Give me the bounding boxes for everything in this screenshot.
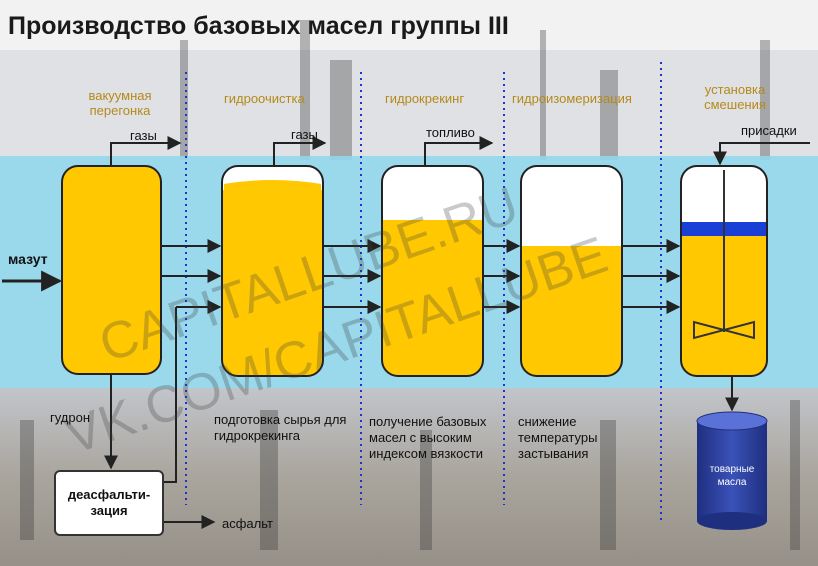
blending-vessel — [680, 165, 768, 377]
mixer-blade — [693, 320, 728, 340]
feed-label: мазут — [8, 251, 48, 267]
deasphalting-unit: деасфальти- зация — [54, 470, 164, 536]
hydrocracking-note: получение базовых масел с высоким индекс… — [369, 414, 487, 461]
gas-arrow — [110, 136, 182, 166]
hydrocracking-reactor — [381, 165, 484, 377]
additives-label: присадки — [741, 123, 797, 138]
asphalt-label: асфальт — [222, 516, 273, 531]
isomerization-note: снижение температуры застывания — [518, 414, 598, 461]
dao-arrow — [164, 307, 177, 483]
hydrotreating-reactor — [221, 165, 324, 377]
gas-label: газы — [130, 128, 157, 143]
stage-label-hydrocracking: гидрокрекинг — [385, 91, 465, 106]
product-tank — [696, 411, 768, 530]
plant-silhouette — [20, 20, 800, 550]
stage-label-vacuum: вакуумная перегонка — [88, 88, 152, 118]
product-label: товарные масла — [709, 464, 755, 488]
plant-background-upper — [0, 50, 818, 156]
deasphalting-label: деасфальти- зация — [67, 487, 151, 518]
mixer-blade — [720, 320, 755, 340]
stage-label-blending: установка смешения — [704, 82, 766, 112]
stage-label-isomerization: гидроизомеризация — [512, 91, 632, 106]
gas-arrow — [273, 136, 327, 166]
hydrotreating-note: подготовка сырья для гидрокрекинга — [214, 412, 347, 443]
tar-label: гудрон — [50, 410, 91, 425]
gas-label: газы — [291, 127, 318, 142]
fuel-arrow — [424, 136, 494, 166]
fuel-label: топливо — [426, 125, 475, 140]
isomerization-reactor — [520, 165, 623, 377]
additives-arrow — [713, 142, 810, 166]
page-title: Производство базовых масел группы III — [8, 12, 509, 40]
stage-label-hydrotreating: гидроочистка — [224, 91, 305, 106]
